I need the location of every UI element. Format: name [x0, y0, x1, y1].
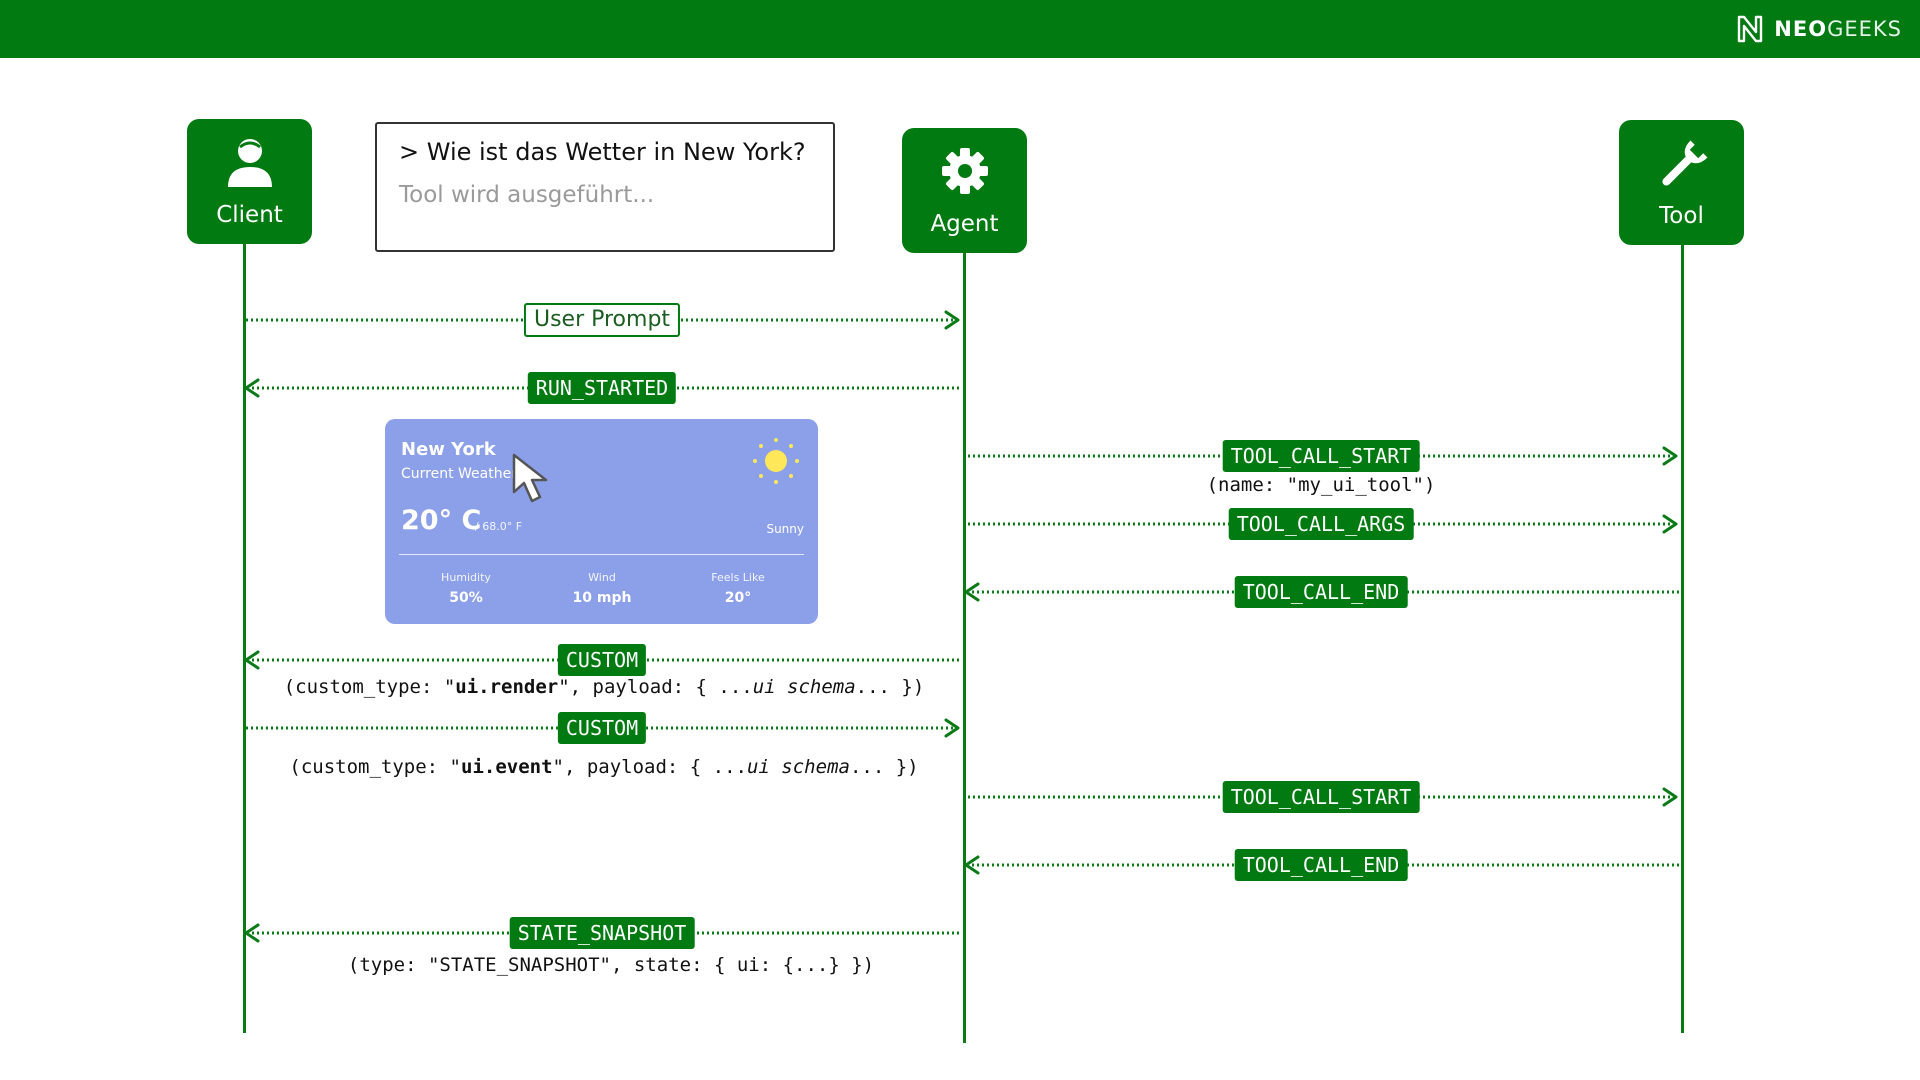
- agent-lifeline: [963, 253, 966, 1043]
- arrowhead-left: [244, 378, 260, 398]
- weather-divider: [399, 554, 804, 555]
- weather-stat-value: 50%: [449, 590, 483, 606]
- actor-agent-label: Agent: [930, 211, 999, 237]
- actor-client: Client: [187, 119, 312, 244]
- weather-temp-f: / 68.0° F: [475, 520, 523, 533]
- tool-lifeline: [1681, 245, 1684, 1033]
- message-label-custom-render: CUSTOM: [557, 644, 647, 676]
- actor-agent: Agent: [902, 128, 1027, 253]
- message-label-tool-call-start-2: TOOL_CALL_START: [1222, 781, 1420, 813]
- message-label-custom-event: CUSTOM: [557, 712, 647, 744]
- arrowhead-left: [244, 650, 260, 670]
- arrowhead-left: [964, 855, 980, 875]
- weather-condition: Sunny: [766, 522, 804, 536]
- weather-stat-label: Feels Like: [711, 571, 765, 584]
- weather-stat-feels-like: Feels Like 20°: [683, 571, 793, 606]
- arrowhead-left: [964, 582, 980, 602]
- neogeeks-logo-icon: [1738, 15, 1763, 43]
- prompt-status: Tool wird ausgeführt...: [399, 182, 655, 208]
- message-label-state-snapshot: STATE_SNAPSHOT: [509, 917, 695, 949]
- mouse-pointer-icon: [512, 453, 548, 503]
- header-bar: NEOGEEKS: [0, 0, 1920, 58]
- message-label-tool-call-end: TOOL_CALL_END: [1234, 576, 1408, 608]
- brand-logo: NEOGEEKS: [1736, 12, 1902, 46]
- weather-stat-humidity: Humidity 50%: [411, 571, 521, 606]
- arrowhead-right: [1662, 787, 1678, 807]
- weather-stat-value: 10 mph: [572, 590, 632, 606]
- arrowhead-right: [944, 310, 960, 330]
- message-label-tool-call-end-2: TOOL_CALL_END: [1234, 849, 1408, 881]
- user-icon: [227, 139, 272, 187]
- weather-stat-label: Wind: [588, 571, 616, 584]
- weather-stat-value: 20°: [724, 590, 752, 606]
- message-label-tool-call-args: TOOL_CALL_ARGS: [1228, 508, 1414, 540]
- arrowhead-right: [1662, 446, 1678, 466]
- actor-tool-label: Tool: [1659, 203, 1704, 229]
- message-label-tool-call-start: TOOL_CALL_START: [1222, 440, 1420, 472]
- message-label-user-prompt: User Prompt: [523, 303, 681, 337]
- arrowhead-left: [244, 923, 260, 943]
- gear-icon: [941, 148, 988, 194]
- arrowhead-right: [944, 718, 960, 738]
- weather-subtitle: Current Weather: [401, 466, 517, 482]
- weather-city: New York: [401, 439, 496, 460]
- brand-name: NEOGEEKS: [1774, 17, 1902, 41]
- prompt-box: > Wie ist das Wetter in New York? Tool w…: [375, 122, 835, 252]
- client-lifeline: [243, 244, 246, 1033]
- weather-temp-c: 20° C: [401, 505, 482, 536]
- message-note-tool-name: (name: "my_ui_tool"): [1206, 474, 1436, 496]
- weather-stat-label: Humidity: [441, 571, 491, 584]
- wrench-icon: [1661, 140, 1707, 186]
- prompt-question: > Wie ist das Wetter in New York?: [399, 138, 806, 166]
- actor-tool: Tool: [1619, 120, 1744, 245]
- message-note-ui-event: (custom_type: "ui.event", payload: { ...…: [289, 756, 919, 778]
- weather-stat-wind: Wind 10 mph: [547, 571, 657, 606]
- weather-card: New York Current Weather 20° C / 68.0° F…: [385, 419, 818, 624]
- message-note-ui-render: (custom_type: "ui.render", payload: { ..…: [283, 676, 925, 698]
- actor-client-label: Client: [216, 202, 283, 228]
- message-label-run-started: RUN_STARTED: [527, 372, 677, 404]
- message-note-state-snapshot: (type: "STATE_SNAPSHOT", state: { ui: {.…: [347, 954, 875, 976]
- arrowhead-right: [1662, 514, 1678, 534]
- sun-icon: [753, 438, 799, 484]
